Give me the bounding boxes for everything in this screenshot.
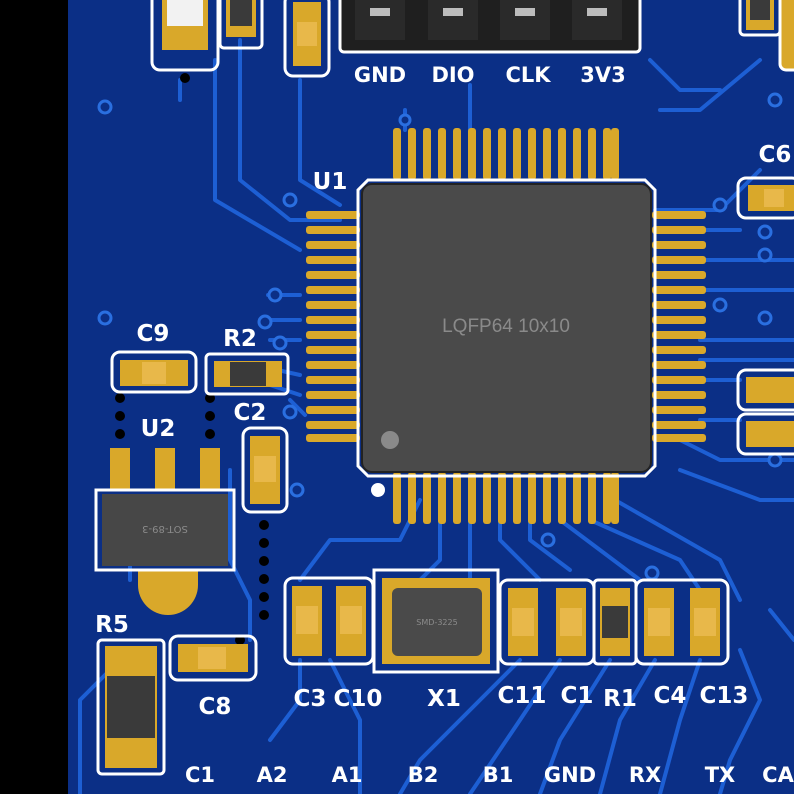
r2-resistor <box>204 352 290 396</box>
bottom-pin-tx-label: TX <box>705 763 736 787</box>
c2-capacitor <box>241 426 289 514</box>
header-pin-labels: GND DIO CLK 3V3 <box>354 63 626 87</box>
c2-label: C2 <box>234 400 267 426</box>
c13-label: C13 <box>700 683 749 709</box>
header-pin-gnd-label: GND <box>354 63 406 87</box>
bottom-pin-ca-label: CA <box>762 763 794 787</box>
r5-resistor <box>96 638 166 776</box>
c9-label: C9 <box>137 321 170 347</box>
x1-designator: X1 <box>427 686 461 712</box>
r2-label: R2 <box>223 326 257 352</box>
cap-top-left <box>283 0 331 78</box>
header-pin-dio-label: DIO <box>431 63 474 87</box>
c9-capacitor <box>110 350 198 394</box>
bottom-pin-c1-label: C1 <box>185 763 215 787</box>
bottom-pin-a1-label: A1 <box>332 763 363 787</box>
c6-label: C6 <box>759 142 792 168</box>
board-edge <box>0 0 68 794</box>
u2-package-label: SOT-89-3 <box>142 523 188 534</box>
u1-package-label: LQFP64 10x10 <box>442 316 570 337</box>
component-top-right <box>738 0 794 72</box>
u1-designator: U1 <box>313 169 348 195</box>
bottom-pin-b2-label: B2 <box>408 763 439 787</box>
u2-regulator: SOT-89-3 <box>94 448 236 615</box>
pin-header <box>338 0 642 54</box>
c6-capacitor <box>736 176 794 220</box>
c11-label: C11 <box>498 683 547 709</box>
c8-capacitor <box>168 634 258 682</box>
u1-chip: LQFP64 10x10 <box>306 128 706 524</box>
c4-label: C4 <box>654 683 687 709</box>
bottom-pin-gnd-label: GND <box>544 763 596 787</box>
r5-label: R5 <box>95 612 129 638</box>
x1-crystal: SMD-3225 <box>372 568 500 674</box>
u1-right-pins <box>652 211 706 442</box>
c10-label: C10 <box>334 686 383 712</box>
small-component-top <box>218 0 264 50</box>
u1-body <box>361 183 652 473</box>
c3-label: C3 <box>294 686 327 712</box>
u1-bottom-pins <box>393 472 619 524</box>
bottom-right-components <box>498 578 730 666</box>
bottom-pin-rx-label: RX <box>629 763 661 787</box>
c3-c10-capacitors <box>283 576 375 666</box>
u1-pin1-silk-dot <box>371 483 385 497</box>
u2-designator: U2 <box>141 416 176 442</box>
c8-label: C8 <box>199 694 232 720</box>
x1-package-label: SMD-3225 <box>416 618 457 627</box>
header-pin-clk-label: CLK <box>505 63 551 87</box>
u1-pin1-marker <box>381 431 399 449</box>
header-pin-3v3-label: 3V3 <box>580 63 625 87</box>
bottom-pin-labels: C1 A2 A1 B2 B1 GND RX TX CA <box>185 763 794 787</box>
c1-label: C1 <box>561 683 594 709</box>
bottom-pin-b1-label: B1 <box>483 763 514 787</box>
u1-top-pins <box>393 128 619 180</box>
u1-left-pins <box>306 211 360 442</box>
led-component <box>150 0 220 72</box>
right-capacitors <box>736 368 794 456</box>
r1-label: R1 <box>603 686 637 712</box>
bottom-pin-a2-label: A2 <box>257 763 288 787</box>
